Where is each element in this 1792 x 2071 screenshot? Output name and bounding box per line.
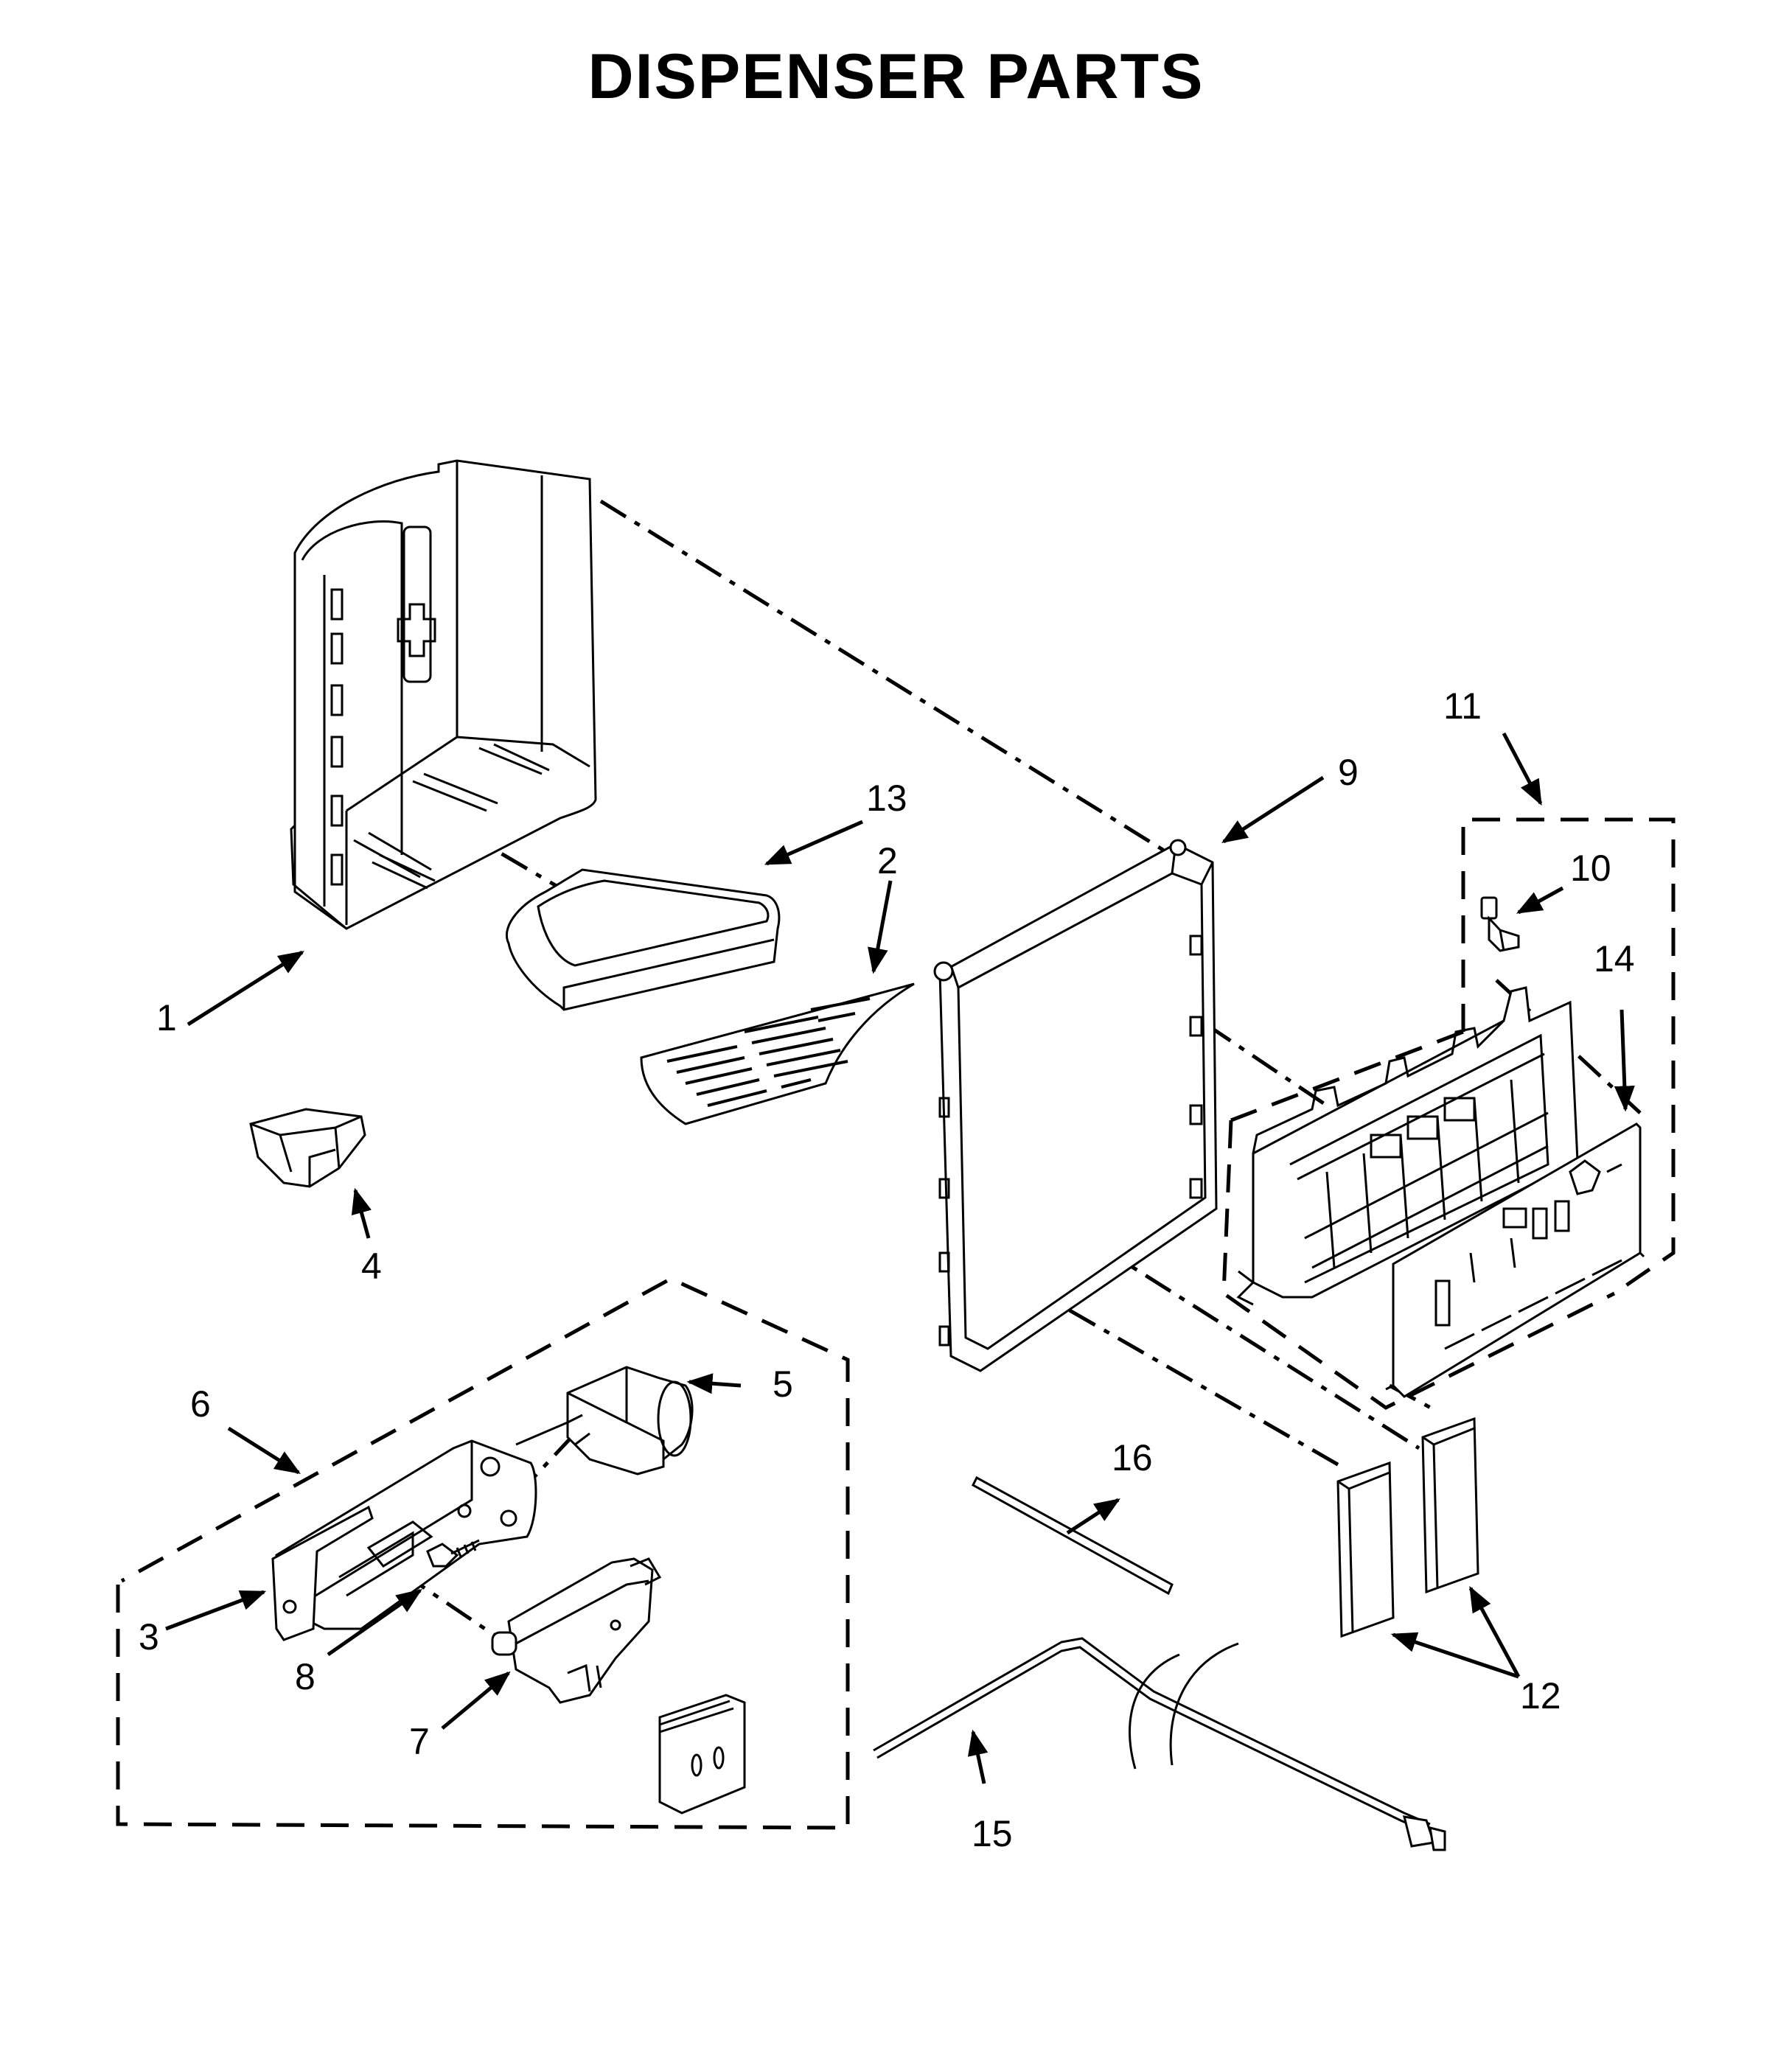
callout-4: 4 bbox=[361, 1246, 382, 1287]
part-13-drip-tray bbox=[505, 868, 781, 1011]
callout-8: 8 bbox=[295, 1656, 315, 1697]
part-8-screw bbox=[426, 1539, 480, 1568]
part-14-control-housing bbox=[1236, 986, 1579, 1306]
part-9-door-frame bbox=[933, 839, 1218, 1372]
part-3-actuator bbox=[271, 1505, 374, 1641]
page-title: DISPENSER PARTS bbox=[588, 41, 1204, 112]
part-16-rod bbox=[972, 1475, 1174, 1596]
part-5-motor bbox=[515, 1366, 694, 1475]
part-6-bracket bbox=[275, 1439, 537, 1630]
callout-13: 13 bbox=[866, 778, 907, 819]
callout-12: 12 bbox=[1520, 1675, 1561, 1716]
part-7-switch-module bbox=[491, 1557, 662, 1704]
part-15-tube bbox=[873, 1637, 1446, 1851]
callout-labels: 1 2 3 4 5 6 7 8 9 10 11 12 13 14 15 16 bbox=[139, 685, 1635, 1854]
part-4-chute bbox=[249, 1108, 366, 1188]
part-14-control-panel bbox=[1385, 1122, 1645, 1398]
callout-16: 16 bbox=[1112, 1437, 1153, 1478]
part-10-sensor bbox=[1480, 896, 1520, 952]
callout-11: 11 bbox=[1443, 685, 1482, 727]
callout-3: 3 bbox=[139, 1616, 159, 1658]
callout-1: 1 bbox=[156, 997, 177, 1038]
leader-arrows bbox=[165, 732, 1635, 1784]
callout-5: 5 bbox=[773, 1363, 793, 1405]
assembly-group-11-box bbox=[1221, 817, 1676, 1410]
callout-2: 2 bbox=[877, 840, 898, 881]
callout-10: 10 bbox=[1570, 848, 1611, 889]
callout-6: 6 bbox=[190, 1383, 211, 1425]
part-12-paddle-right bbox=[1421, 1417, 1479, 1594]
part-12-paddle-left bbox=[1336, 1461, 1395, 1638]
callout-15: 15 bbox=[972, 1813, 1013, 1854]
callout-14: 14 bbox=[1594, 938, 1635, 979]
part-1-dispenser-housing bbox=[290, 459, 597, 930]
dispenser-paddle-block bbox=[658, 1694, 746, 1815]
callout-7: 7 bbox=[409, 1721, 430, 1762]
assembly-group-6-box bbox=[116, 1277, 850, 1830]
callout-9: 9 bbox=[1338, 752, 1359, 793]
part-2-drip-tray-grille bbox=[640, 982, 915, 1125]
